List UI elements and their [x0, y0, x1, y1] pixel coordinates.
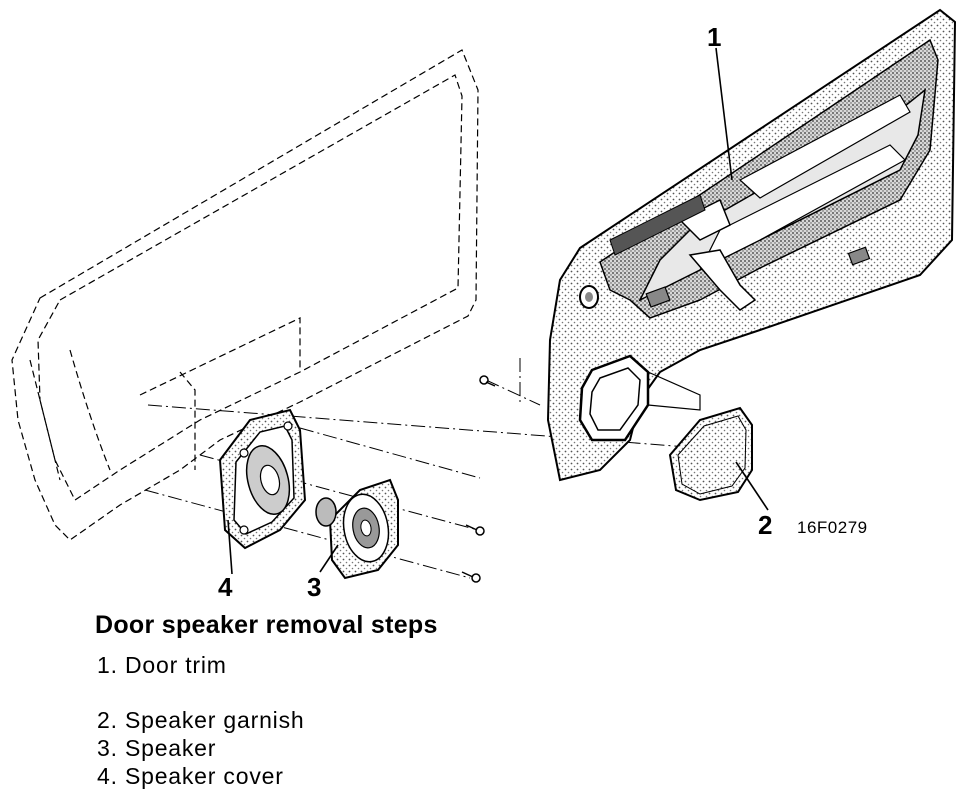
callout-speaker-garnish: 2 [758, 510, 773, 540]
screw-icon [461, 375, 496, 583]
leader-lines [227, 47, 769, 575]
step-item: 4. Speaker cover [97, 763, 284, 789]
callout-door-trim: 1 [707, 22, 722, 52]
callout-speaker-cover: 4 [218, 572, 233, 602]
step-item: 3. Speaker [97, 735, 217, 761]
steps-title: Door speaker removal steps [95, 611, 438, 639]
door-trim-panel [546, 8, 957, 482]
step-item: 2. Speaker garnish [97, 707, 305, 733]
speaker-cover [218, 408, 307, 550]
callout-speaker: 3 [307, 572, 322, 602]
step-item: 1. Door trim [97, 652, 227, 678]
speaker-unit [315, 478, 399, 580]
speaker-garnish [668, 406, 753, 502]
figure-code: 16F0279 [797, 518, 868, 537]
